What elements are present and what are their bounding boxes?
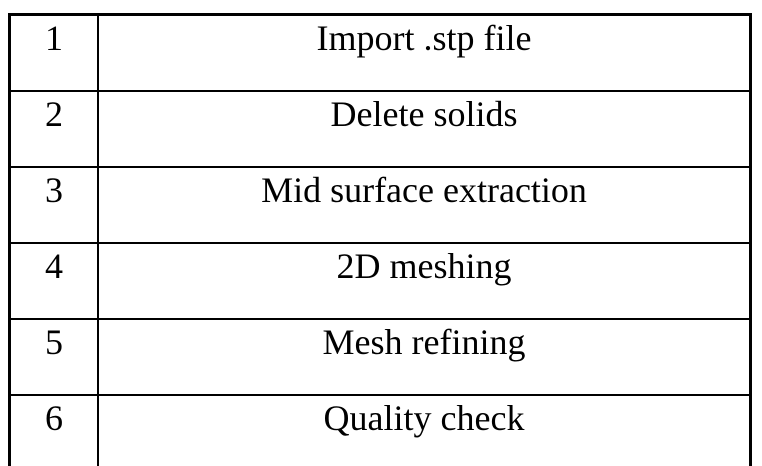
table-row: 1 Import .stp file [8, 13, 752, 92]
step-label: Import .stp file [97, 13, 752, 92]
step-number: 4 [8, 242, 99, 320]
step-number: 5 [8, 318, 99, 396]
step-label: Mesh refining [97, 318, 752, 396]
table-row: 5 Mesh refining [8, 318, 752, 396]
step-number: 3 [8, 166, 99, 244]
table-row: 4 2D meshing [8, 242, 752, 320]
workflow-steps-table: 1 Import .stp file 2 Delete solids 3 Mid… [8, 13, 752, 466]
step-number: 2 [8, 90, 99, 168]
table-row: 2 Delete solids [8, 90, 752, 168]
step-label: Delete solids [97, 90, 752, 168]
step-label: Quality check [97, 394, 752, 466]
step-number: 1 [8, 13, 99, 92]
step-label: Mid surface extraction [97, 166, 752, 244]
table-row: 3 Mid surface extraction [8, 166, 752, 244]
table-row: 6 Quality check [8, 394, 752, 466]
step-label: 2D meshing [97, 242, 752, 320]
step-number: 6 [8, 394, 99, 466]
